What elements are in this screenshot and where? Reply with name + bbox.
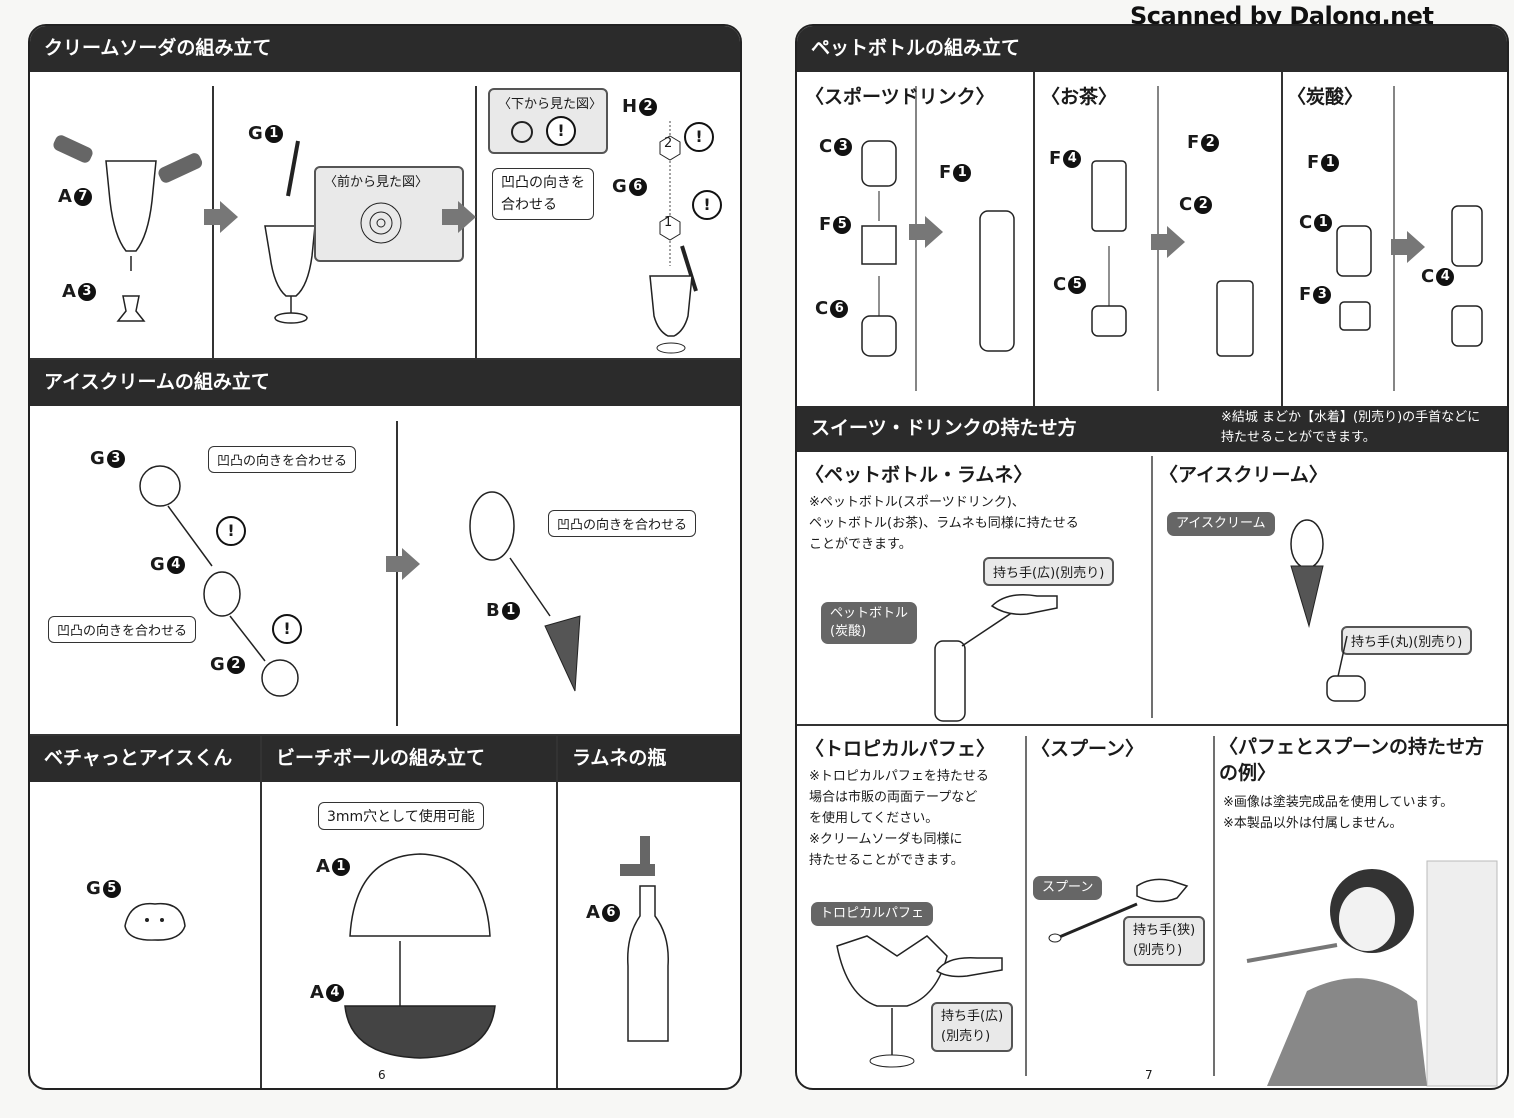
caution-icon: ! [546, 116, 576, 146]
ice-cream-title: アイスクリームの組み立て [30, 360, 740, 406]
pet-ramune-note: ※ペットボトル(スポーツドリンク)、 ペットボトル(お茶)、ラムネも同様に持たせ… [809, 495, 1079, 552]
cream-soda-glass-illustration [53, 135, 203, 322]
caution-icon: ! [692, 190, 722, 220]
sports-drink-parts-illustration [861, 140, 1015, 357]
ice-cream-hand-illustration [1290, 519, 1366, 702]
ramune-title: ラムネの瓶 [558, 736, 740, 782]
ramune-bottle-illustration [620, 836, 669, 1042]
bottom-view-callout: 〈下から見た図〉 ! [488, 88, 608, 154]
caution-icon: ! [216, 516, 246, 546]
step-arrow-icon [442, 201, 476, 233]
narrow-hand-callout: 持ち手(狭) (別売り) [1123, 916, 1206, 966]
step-arrow-icon [386, 548, 420, 580]
step-2-marker: 2 [664, 136, 673, 151]
holding-note: ※結城 まどか【水着】(別売り)の手首などに 持たせることができます。 [1221, 410, 1481, 445]
example-heading: 〈パフェとスプーンの持たせ方 の例〉 [1219, 736, 1485, 784]
sports-drink-heading: 〈スポーツドリンク〉 [805, 86, 995, 108]
holding-title: スイーツ・ドリンクの持たせ方 [797, 406, 1507, 452]
tea-parts-illustration [1091, 160, 1254, 357]
page-number: 6 [378, 1068, 386, 1082]
caution-icon: ! [272, 614, 302, 644]
tea-heading: 〈お茶〉 [1041, 86, 1118, 108]
front-view-callout: 〈前から見た図〉 [314, 166, 464, 262]
align-callout-3: 凹凸の向きを合わせる [548, 510, 697, 537]
pet-bottle-hand-illustration [934, 594, 1058, 722]
align-callout: 凹凸の向きを 合わせる [492, 168, 594, 220]
step-arrow-icon [204, 201, 238, 233]
wide-hand-callout: 持ち手(広)(別売り) [983, 557, 1115, 586]
parfait-illustration [836, 935, 1003, 1068]
step-arrow-icon [1391, 231, 1425, 263]
example-note: ※画像は塗装完成品を使用しています。 ※本製品以外は付属しません。 [1223, 795, 1454, 831]
align-callout-2: 凹凸の向きを合わせる [48, 616, 197, 643]
figure-photo-illustration [1227, 841, 1507, 1087]
ice-cream-hold-heading: 〈アイスクリーム〉 [1159, 464, 1328, 486]
pet-bottle-title: ペットボトルの組み立て [797, 26, 1507, 72]
spoon-heading: 〈スプーン〉 [1031, 738, 1145, 760]
round-hand-callout: 持ち手(丸)(別売り) [1341, 626, 1473, 655]
hole-note-callout: 3mm穴として使用可能 [318, 802, 484, 830]
beach-ball-illustration [344, 853, 496, 1059]
cream-soda-finished-illustration [649, 121, 698, 354]
step-1-marker: 1 [664, 215, 673, 230]
parfait-hand-callout: 持ち手(広) (別売り) [931, 1002, 1014, 1052]
spoon-tag: スプーン [1033, 876, 1103, 900]
soda-parts-illustration [1336, 205, 1483, 347]
ice-cream-tag: アイスクリーム [1167, 512, 1275, 536]
pet-ramune-heading: 〈ペットボトル・ラムネ〉 [805, 464, 1033, 486]
cream-soda-straw-illustration [264, 140, 316, 324]
step-arrow-icon [1151, 226, 1185, 258]
caution-icon: ! [684, 122, 714, 152]
step-arrow-icon [909, 216, 943, 248]
spoon-illustration [1048, 878, 1189, 943]
beach-ball-title: ビーチボールの組み立て [262, 736, 556, 782]
betcha-title: ベチャっとアイスくん [30, 736, 260, 782]
ice-cream-parts-illustration [139, 465, 299, 697]
parfait-note: ※トロピカルパフェを持たせる 場合は市販の両面テープなど を使用してください。 … [809, 769, 989, 868]
page-number: 7 [1145, 1068, 1153, 1082]
parfait-tag: トロピカルパフェ [811, 902, 934, 926]
cream-soda-title: クリームソーダの組み立て [30, 26, 740, 72]
soda-heading: 〈炭酸〉 [1287, 86, 1364, 108]
parfait-heading: 〈トロピカルパフェ〉 [805, 738, 996, 760]
pet-bottle-tag: ペットボトル (炭酸) [821, 602, 918, 644]
ice-cream-cone-illustration [469, 491, 581, 692]
melted-ice-illustration [124, 902, 186, 941]
align-callout-1: 凹凸の向きを合わせる [208, 446, 357, 473]
